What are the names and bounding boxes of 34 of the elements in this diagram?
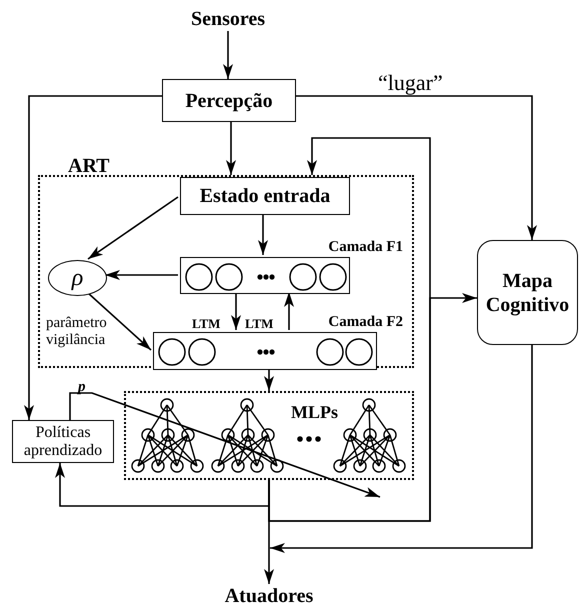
layer-label: ART	[68, 154, 110, 179]
arrow	[231, 292, 241, 330]
arrow	[226, 122, 236, 175]
dotted-group-frame	[124, 391, 414, 480]
arrow	[268, 293, 477, 522]
parameter-caption: parâmetro vigilância	[46, 315, 108, 349]
arrow	[223, 31, 233, 79]
box-label: Estado entrada	[200, 184, 330, 209]
edge-label: LTM	[192, 315, 220, 333]
rounded-process-box	[477, 240, 578, 345]
arrow	[270, 345, 533, 553]
box-label: Percepção	[185, 88, 273, 114]
box-label: Mapa Cognitivo	[484, 268, 570, 316]
arrow	[264, 368, 274, 391]
edge-label: “lugar”	[378, 69, 443, 97]
arrow	[284, 292, 294, 330]
process-box	[162, 79, 296, 122]
edge-label: LTM	[245, 315, 274, 333]
box-label: Atuadores	[224, 584, 314, 608]
arrow	[105, 270, 178, 280]
process-box	[180, 177, 350, 215]
box-label: Sensores	[190, 6, 266, 32]
arrow	[88, 196, 178, 260]
arrow	[258, 213, 268, 255]
box-label: ρ	[72, 264, 84, 293]
process-box	[12, 420, 114, 463]
arrow	[24, 95, 162, 420]
arrow	[55, 463, 270, 507]
arrow	[69, 392, 380, 498]
box-label: Políticas aprendizado	[22, 424, 104, 460]
layer-label: MLPs	[291, 401, 338, 424]
layer-label: Camada F1	[328, 238, 403, 257]
layer-label: Camada F2	[328, 313, 403, 332]
arrow	[296, 95, 537, 240]
